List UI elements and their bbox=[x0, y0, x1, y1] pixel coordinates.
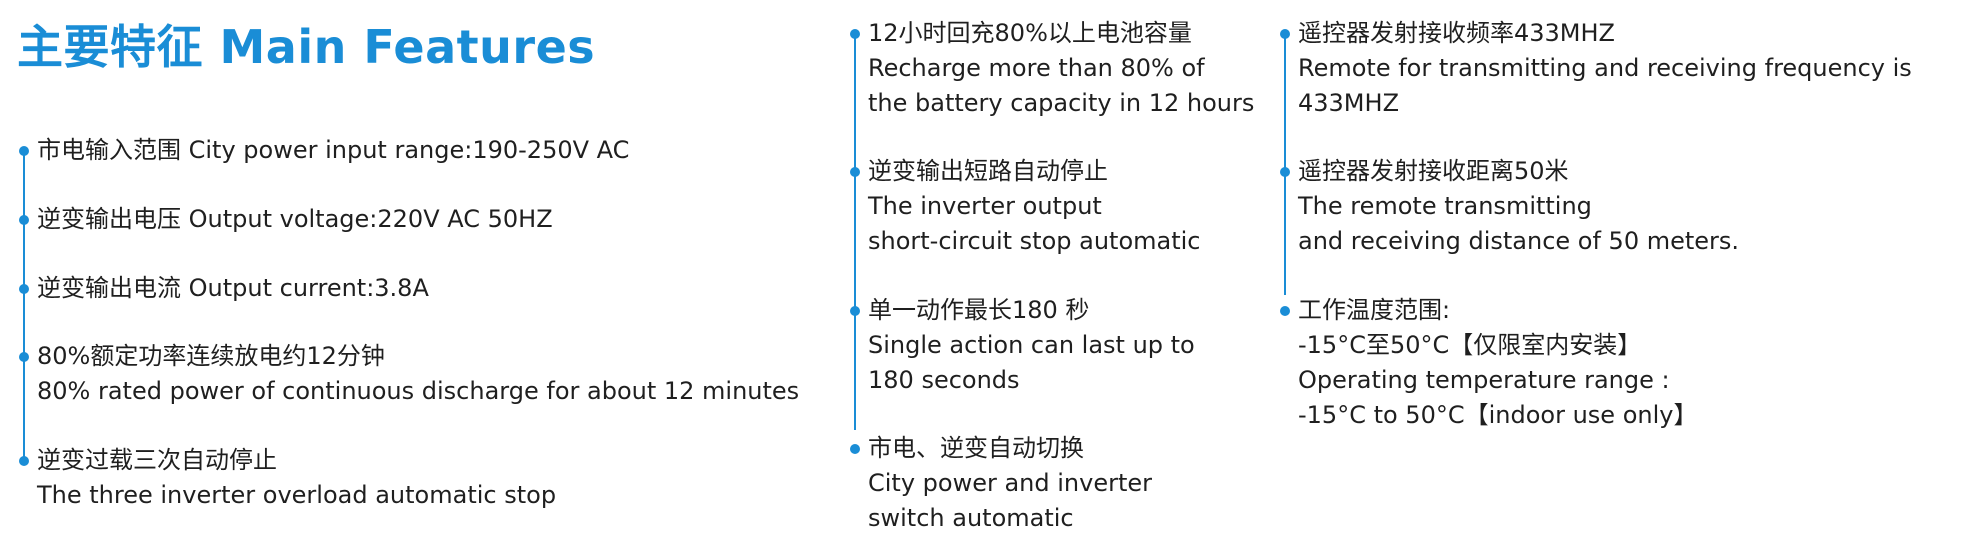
feature-text: Remote for transmitting and receiving fr… bbox=[1298, 54, 1912, 82]
feature-text: and receiving distance of 50 meters. bbox=[1298, 227, 1740, 255]
feature-text: The three inverter overload automatic st… bbox=[37, 481, 557, 509]
feature-text: 市电输入范围 City power input range:190-250V A… bbox=[37, 136, 630, 164]
bullet-dot-icon bbox=[19, 352, 29, 362]
feature-text: Single action can last up to bbox=[868, 331, 1195, 359]
feature-item: 市电、逆变自动切换 City power and inverter switch… bbox=[850, 431, 1153, 536]
feature-text: The inverter output bbox=[868, 192, 1102, 220]
feature-text: 逆变过载三次自动停止 bbox=[37, 446, 277, 474]
feature-item: 市电输入范围 City power input range:190-250V A… bbox=[19, 133, 630, 168]
bullet-dot-icon bbox=[19, 146, 29, 156]
feature-item: 逆变输出电流 Output current:3.8A bbox=[19, 271, 429, 306]
bullet-dot-icon bbox=[19, 284, 29, 294]
feature-text: short-circuit stop automatic bbox=[868, 227, 1201, 255]
feature-text: 180 seconds bbox=[868, 366, 1020, 394]
feature-text: 工作温度范围: bbox=[1298, 296, 1451, 324]
feature-text: Operating temperature range : bbox=[1298, 366, 1670, 394]
feature-text: the battery capacity in 12 hours bbox=[868, 89, 1255, 117]
bullet-dot-icon bbox=[1280, 306, 1290, 316]
feature-text: 433MHZ bbox=[1298, 89, 1400, 117]
bullet-dot-icon bbox=[850, 167, 860, 177]
column-2-connector-line bbox=[854, 35, 856, 430]
feature-item: 逆变输出电压 Output voltage:220V AC 50HZ bbox=[19, 202, 553, 237]
feature-item: 遥控器发射接收频率433MHZ Remote for transmitting … bbox=[1280, 16, 1912, 121]
feature-text: Recharge more than 80% of bbox=[868, 54, 1205, 82]
column-1-connector-line bbox=[23, 148, 25, 460]
column-3-connector-line bbox=[1284, 35, 1286, 295]
page-title: 主要特征 Main Features bbox=[17, 20, 596, 74]
bullet-dot-icon bbox=[19, 456, 29, 466]
feature-text: 逆变输出电压 Output voltage:220V AC 50HZ bbox=[37, 205, 553, 233]
feature-text: 12小时回充80%以上电池容量 bbox=[868, 19, 1192, 47]
feature-item: 逆变过载三次自动停止 The three inverter overload a… bbox=[19, 443, 557, 513]
feature-text: 遥控器发射接收距离50米 bbox=[1298, 157, 1569, 185]
feature-text: 80% rated power of continuous discharge … bbox=[37, 377, 800, 405]
feature-item: 遥控器发射接收距离50米 The remote transmitting and… bbox=[1280, 154, 1740, 259]
feature-text: switch automatic bbox=[868, 504, 1074, 532]
feature-text: -15°C to 50°C【indoor use only】 bbox=[1298, 401, 1698, 429]
feature-text: City power and inverter bbox=[868, 469, 1153, 497]
feature-text: 逆变输出短路自动停止 bbox=[868, 157, 1108, 185]
feature-text: 逆变输出电流 Output current:3.8A bbox=[37, 274, 429, 302]
feature-item: 80%额定功率连续放电约12分钟 80% rated power of cont… bbox=[19, 339, 800, 409]
feature-text: 80%额定功率连续放电约12分钟 bbox=[37, 342, 385, 370]
bullet-dot-icon bbox=[1280, 167, 1290, 177]
feature-text: 单一动作最长180 秒 bbox=[868, 296, 1090, 324]
bullet-dot-icon bbox=[850, 444, 860, 454]
feature-item: 逆变输出短路自动停止 The inverter output short-cir… bbox=[850, 154, 1201, 259]
bullet-dot-icon bbox=[1280, 29, 1290, 39]
bullet-dot-icon bbox=[19, 215, 29, 225]
feature-text: -15°C至50°C【仅限室内安装】 bbox=[1298, 331, 1642, 359]
feature-item: 12小时回充80%以上电池容量 Recharge more than 80% o… bbox=[850, 16, 1255, 121]
bullet-dot-icon bbox=[850, 29, 860, 39]
feature-text: 市电、逆变自动切换 bbox=[868, 434, 1084, 462]
feature-item: 单一动作最长180 秒 Single action can last up to… bbox=[850, 293, 1195, 398]
feature-text: The remote transmitting bbox=[1298, 192, 1592, 220]
feature-item: 工作温度范围: -15°C至50°C【仅限室内安装】 Operating tem… bbox=[1280, 293, 1698, 433]
bullet-dot-icon bbox=[850, 306, 860, 316]
feature-text: 遥控器发射接收频率433MHZ bbox=[1298, 19, 1616, 47]
